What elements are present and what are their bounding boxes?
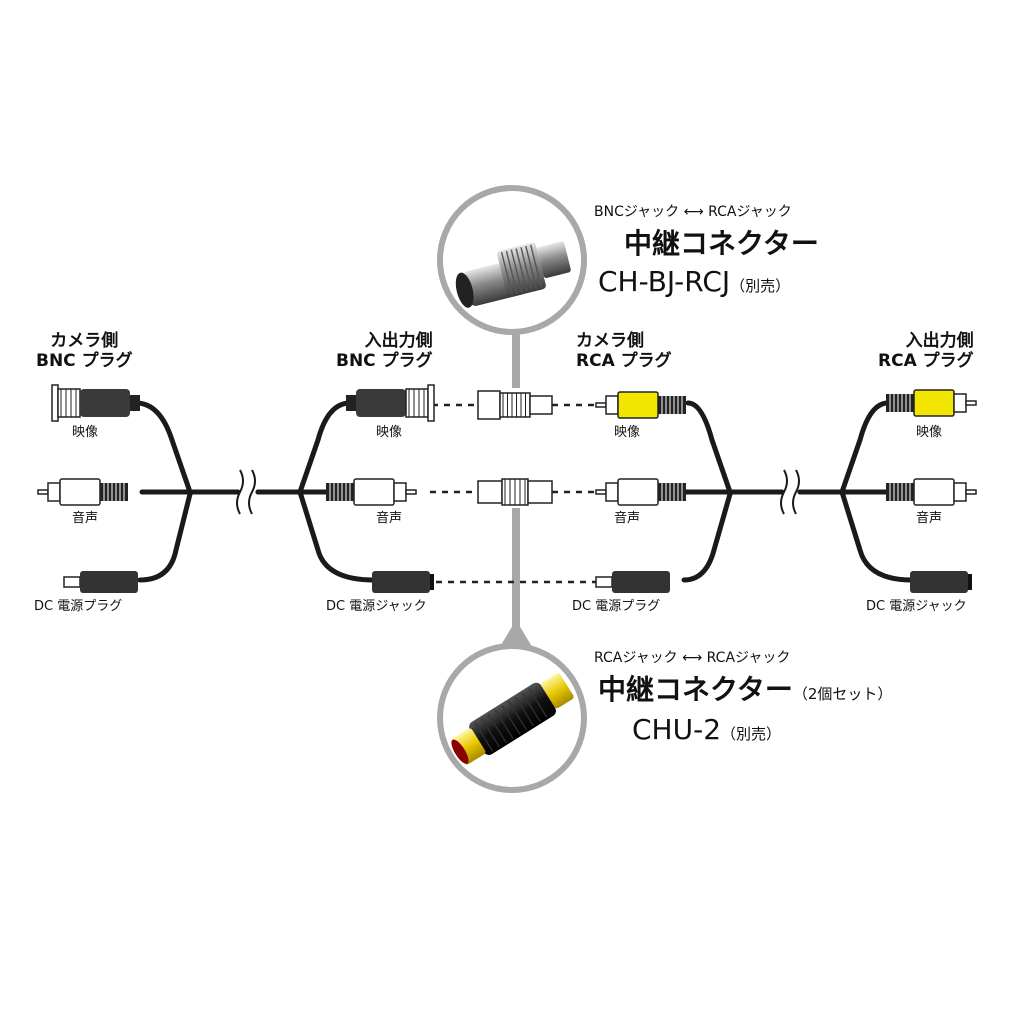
right-camera-audio-plug bbox=[595, 478, 686, 506]
connector-top-model-row: CH-BJ-RCJ（別売） bbox=[598, 265, 791, 298]
left-io-dc-jack bbox=[372, 571, 434, 593]
right-io-side-label: 入出力側 RCA プラグ bbox=[878, 331, 974, 371]
connector-bottom-title-row: 中継コネクター（2個セット） bbox=[598, 673, 893, 706]
right-io-side-plug: RCA プラグ bbox=[878, 350, 974, 371]
right-io-audio-plug bbox=[886, 478, 977, 506]
connectors bbox=[37, 384, 977, 593]
right-io-side-title: 入出力側 bbox=[905, 331, 974, 351]
right-dc-jack-label: DC 電源ジャック bbox=[866, 599, 967, 614]
left-io-side-plug: BNC プラグ bbox=[336, 350, 433, 371]
left-camera-side-title: カメラ側 bbox=[50, 331, 119, 351]
connector-top-caption: BNCジャック ⟷ RCAジャック bbox=[594, 204, 792, 220]
left-cable-break bbox=[236, 469, 256, 515]
connector-bottom-qty: （2個セット） bbox=[792, 685, 893, 703]
right-camera-side-plug: RCA プラグ bbox=[576, 350, 672, 371]
connector-top-model: CH-BJ-RCJ bbox=[598, 265, 731, 298]
connector-top-photo bbox=[437, 185, 587, 335]
connector-top-title: 中継コネクター bbox=[624, 227, 819, 260]
left-camera-bnc-plug bbox=[51, 384, 140, 422]
right-camera-dc-plug bbox=[595, 571, 670, 593]
left-camera-video-label: 映像 bbox=[72, 425, 99, 440]
connector-bottom-model-row: CHU-2（別売） bbox=[632, 713, 782, 746]
bnc-rca-adapter-drawing bbox=[477, 390, 553, 420]
left-io-side-title: 入出力側 bbox=[364, 331, 433, 351]
callout-top-stem bbox=[512, 320, 520, 388]
left-io-video-label: 映像 bbox=[376, 425, 403, 440]
connector-bottom-model: CHU-2 bbox=[632, 713, 722, 746]
right-camera-side-label: カメラ側 RCA プラグ bbox=[576, 331, 672, 371]
left-camera-side-label: カメラ側 BNC プラグ bbox=[36, 331, 133, 371]
right-camera-audio-label: 音声 bbox=[614, 511, 641, 526]
right-camera-video-plug bbox=[595, 391, 686, 419]
left-io-audio-label: 音声 bbox=[376, 511, 403, 526]
right-dc-plug-label: DC 電源プラグ bbox=[572, 599, 661, 614]
left-io-side-label: 入出力側 BNC プラグ bbox=[336, 331, 433, 371]
connector-bottom-photo bbox=[437, 643, 587, 793]
left-dc-plug-label: DC 電源プラグ bbox=[34, 599, 123, 614]
right-io-video-label: 映像 bbox=[916, 425, 943, 440]
right-cable-break bbox=[780, 469, 800, 515]
right-camera-video-label: 映像 bbox=[614, 425, 641, 440]
left-io-audio-plug bbox=[326, 478, 417, 506]
right-camera-side-title: カメラ側 bbox=[576, 331, 644, 351]
connector-top-conversion: BNCジャック ⟷ RCAジャック bbox=[594, 204, 792, 220]
left-camera-dc-plug bbox=[63, 571, 138, 593]
right-io-audio-label: 音声 bbox=[916, 511, 943, 526]
left-cable-wires bbox=[133, 400, 377, 583]
connector-bottom-title: 中継コネクター bbox=[598, 673, 793, 706]
connector-bottom-conversion: RCAジャック ⟷ RCAジャック bbox=[594, 650, 791, 666]
left-camera-audio-plug bbox=[37, 478, 128, 506]
left-camera-side-plug: BNC プラグ bbox=[36, 350, 133, 371]
dashed-links bbox=[430, 403, 596, 584]
rca-coupler-drawing bbox=[477, 478, 553, 506]
connector-bottom-note: （別売） bbox=[721, 725, 782, 743]
left-dc-jack-label: DC 電源ジャック bbox=[326, 599, 427, 614]
right-cable-wires bbox=[681, 400, 915, 583]
connector-top-note: （別売） bbox=[730, 277, 791, 295]
right-io-video-plug bbox=[886, 389, 977, 417]
callout-bottom-stem bbox=[512, 508, 520, 638]
left-io-bnc-plug bbox=[346, 384, 435, 422]
left-camera-audio-label: 音声 bbox=[72, 511, 99, 526]
right-io-dc-jack bbox=[910, 571, 972, 593]
